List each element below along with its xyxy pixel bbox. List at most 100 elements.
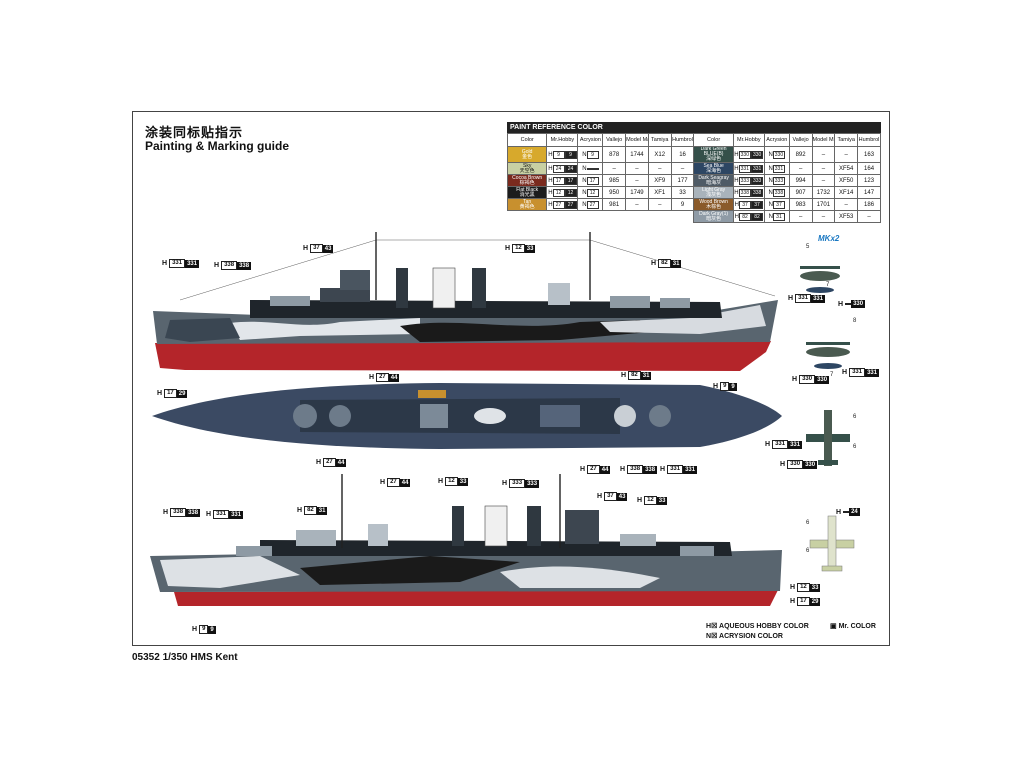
funnel-3 [472,268,486,308]
turret-y [660,298,690,308]
color-name: Gold [521,148,533,155]
aircraft-number: 6 [806,520,810,526]
camo-light-1 [230,318,420,340]
color-name-cn: 金色 [522,153,533,160]
ship-deck-view [152,383,782,449]
aircraft-profile-2 [806,342,850,369]
port-funnel-2 [484,505,508,547]
deck-turret-a [293,404,317,428]
color-name: Dark Green BLUE(B) [700,146,727,157]
color-name-cn: 暗海灰 [706,179,722,186]
aircraft-number: 6 [853,444,857,450]
color-name: Sky [523,162,532,169]
aircraft-bottom-view [809,515,855,572]
paint-code-mm: – [625,198,649,211]
color-swatch: Dark Gray(1)暗灰色 [693,210,734,223]
color-name-cn: 深海色 [706,167,722,174]
color-name: Sea Blue [703,162,724,169]
color-name-cn: 消光黑 [519,191,535,198]
camo-port-light-1 [160,556,300,588]
camo-dark-1 [165,318,240,342]
aircraft-number: 8 [853,318,857,324]
deck-aft-structure [540,405,580,427]
color-name: Cocoa Brown [512,174,543,181]
port-funnel-3 [527,506,541,546]
superstructure-band [250,300,722,318]
color-name-cn: 浅灰色 [706,191,722,198]
paint-code-tamiya: – [647,198,672,211]
page-title-chinese: 涂装同标贴指示 [145,126,244,141]
color-name-cn: 暗灰色 [706,215,722,222]
legend-mr-color: ▣ Mr. COLOR [830,623,876,630]
funnel-2 [432,267,456,309]
deck-bridge [420,404,448,428]
aircraft-profile-1 [800,266,840,293]
color-name: Flat Black [516,186,539,193]
color-name-cn: 木棕色 [706,203,722,210]
aircraft-number: 7 [830,372,834,378]
page-title: Painting & Marking guide [145,139,290,153]
deck-turret-x [614,405,636,427]
aircraft-number: 5 [806,244,810,250]
color-name: Dark Seagray [698,174,729,181]
color-name: Tan [523,198,532,205]
turret-x [610,296,650,308]
camo-port-light-2 [500,566,660,588]
aircraft-count-label: MKx2 [818,234,840,243]
port-funnel-1 [452,506,464,546]
camo-black-1 [400,320,650,342]
paint-code-humbrol: 163 [857,146,881,163]
bridge [320,288,370,302]
port-bridge [565,510,599,544]
aircraft-number: 6 [806,548,810,554]
color-name-cn: 天空色 [519,167,535,174]
aircraft-number: 6 [853,414,857,420]
color-name: Wood Brown [699,198,728,205]
product-footer: 05352 1/350 HMS Kent [132,652,238,663]
color-name-cn: 棕褐色 [519,179,535,186]
hull-red-starboard [155,341,771,371]
color-name: Light Gray [702,186,726,193]
